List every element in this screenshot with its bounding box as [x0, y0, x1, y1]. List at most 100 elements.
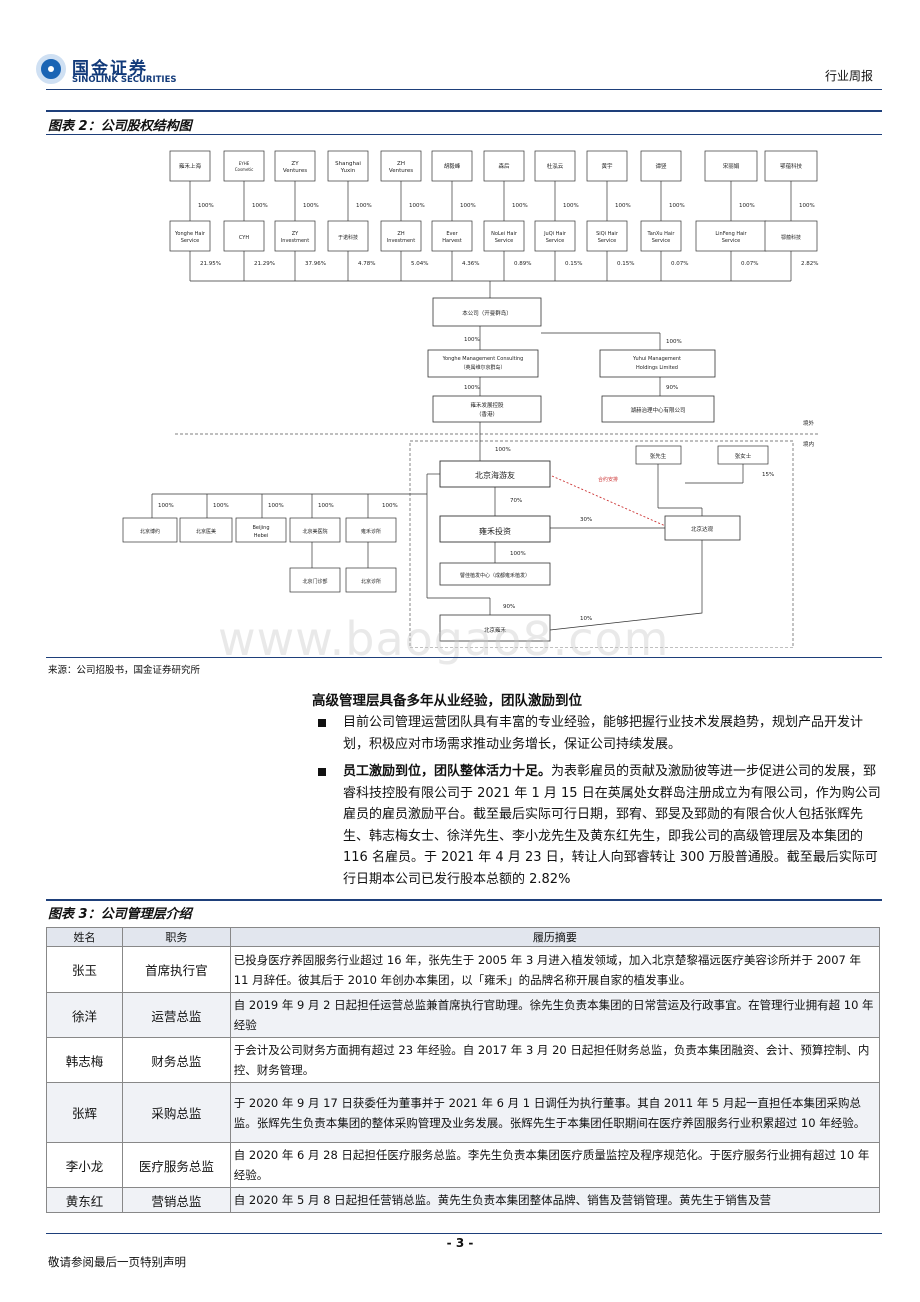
- logo-icon: [36, 54, 66, 84]
- svg-text:SiQi Hair: SiQi Hair: [596, 231, 619, 237]
- cell-desc: 于会计及公司财务方面拥有超过 23 年经验。自 2017 年 3 月 20 日起…: [229, 1037, 881, 1083]
- pct-label: 10%: [580, 616, 592, 622]
- svg-text:Service: Service: [546, 238, 564, 244]
- svg-text:Yonghe Management Consulting: Yonghe Management Consulting: [442, 356, 524, 362]
- cell-role: 采购总监: [121, 1082, 231, 1143]
- page-number: - 3 -: [446, 1236, 474, 1250]
- bullet-paragraph-1: 目前公司管理运营团队具有丰富的专业经验，能够把握行业技术发展趋势，规划产品开发计…: [343, 715, 864, 752]
- owner-label: ZY: [291, 161, 299, 167]
- table-row: 黄东红 营销总监 自 2020 年 5 月 8 日起担任营销总监。黄先生负责本集…: [46, 1187, 881, 1213]
- cell-desc: 已投身医疗养固服务行业超过 16 年，张先生于 2005 年 3 月进入植发领域…: [229, 946, 881, 993]
- sub-label: 北京博约: [140, 528, 160, 535]
- bullet2-bold-lead: 员工激励到位，团队整体活力十足。: [343, 764, 552, 779]
- owner-label: Yuxin: [340, 168, 356, 174]
- svg-text:Yonghe Hair: Yonghe Hair: [174, 231, 206, 237]
- holder-label: 鄂蕴科技: [781, 234, 801, 241]
- header-bio: 履历摘要: [229, 927, 881, 947]
- owner-label: 黄宇: [601, 162, 613, 170]
- pct-label: 100%: [158, 503, 174, 509]
- pct-label: 90%: [503, 604, 515, 610]
- svg-text:CYH: CYH: [239, 235, 249, 241]
- bullet2-body: 为表彰雇员的贡献及激励彼等进一步促进公司的发展，郅睿科技控股有限公司于 2021…: [343, 764, 881, 887]
- bullet-paragraph-2: 员工激励到位，团队整体活力十足。为表彰雇员的贡献及激励彼等进一步促进公司的发展，…: [343, 761, 883, 890]
- pct-label: 100%: [669, 203, 685, 209]
- pct-label: 100%: [252, 203, 268, 209]
- svg-text:ZY: ZY: [292, 231, 299, 237]
- figure2-top-rule: [46, 110, 882, 112]
- header-role: 职务: [121, 927, 231, 947]
- header-name: 姓名: [46, 927, 123, 947]
- svg-text:NoLei Hair: NoLei Hair: [491, 231, 518, 237]
- footer-rule: [46, 1233, 882, 1234]
- pct-label: 100%: [666, 339, 682, 345]
- sub-label: 北京门诊部: [302, 578, 327, 585]
- pct-label: 0.15%: [565, 261, 582, 267]
- bj-yonghe-label: 北京雍禾: [484, 626, 507, 634]
- owner-label: ZH: [397, 161, 405, 167]
- table-header-row: 姓名 职务 履历摘要: [46, 927, 881, 947]
- table-row: 徐洋 运营总监 自 2019 年 9 月 2 日起担任运营总监兼首席执行官助理。…: [46, 992, 881, 1038]
- logo-text-cn: 国金证券: [72, 59, 148, 79]
- cell-desc: 自 2019 年 9 月 2 日起担任运营总监兼首席执行官助理。徐先生负责本集团…: [229, 992, 881, 1038]
- owner-label: Shanghai: [335, 161, 361, 167]
- figure2-title: 图表 2：公司股权结构图: [48, 119, 192, 134]
- top-owner-boxes: [169, 150, 818, 182]
- pct-label: 0.07%: [741, 261, 758, 267]
- owner-label: 杜泓云: [547, 162, 564, 170]
- svg-text:Beijing: Beijing: [252, 525, 269, 531]
- section-heading: 高级管理层具备多年从业经验，团队激励到位: [312, 693, 582, 709]
- middle-holder-boxes: [169, 220, 818, 252]
- pct-label: 4.36%: [462, 261, 479, 267]
- svg-text:Hebei: Hebei: [254, 533, 268, 539]
- owner-label: 鄂蕴科技: [780, 162, 803, 170]
- owner-label: Ventures: [389, 168, 413, 174]
- upper-percent-labels: 100% 100% 100% 100% 100% 100% 100% 100% …: [198, 203, 815, 209]
- svg-text:Service: Service: [598, 238, 616, 244]
- figure3-top-rule: [46, 899, 882, 901]
- pct-label: 4.78%: [358, 261, 375, 267]
- svg-text:Investment: Investment: [387, 238, 415, 244]
- pct-label: 100%: [464, 337, 480, 343]
- cell-desc: 于 2020 年 9 月 17 日获委任为董事并于 2021 年 6 月 1 日…: [229, 1082, 881, 1143]
- person-a-label: 张先生: [650, 452, 667, 460]
- pct-label: 100%: [382, 503, 398, 509]
- company-label: 本公司（开曼群岛）: [462, 309, 512, 317]
- pct-label: 100%: [213, 503, 229, 509]
- pct-label: 70%: [510, 498, 522, 504]
- svg-text:TanXu Hair: TanXu Hair: [647, 231, 676, 237]
- pct-label: 100%: [198, 203, 214, 209]
- svg-text:ZH: ZH: [397, 231, 404, 237]
- svg-text:Investment: Investment: [281, 238, 309, 244]
- svg-text:（香港）: （香港）: [476, 410, 498, 418]
- lower-percent-labels: 21.95% 21.29% 37.96% 4.78% 5.04% 4.36% 0…: [200, 261, 818, 267]
- table-row: 张玉 首席执行官 已投身医疗养固服务行业超过 16 年，张先生于 2005 年 …: [46, 946, 881, 993]
- cell-name: 韩志梅: [46, 1037, 123, 1083]
- holder-label: 于诺科技: [338, 234, 358, 241]
- pct-label: 100%: [495, 447, 511, 453]
- cell-name: 张辉: [46, 1082, 123, 1143]
- pct-label: 0.07%: [671, 261, 688, 267]
- svg-text:Service: Service: [722, 238, 740, 244]
- pct-label: 100%: [510, 551, 526, 557]
- pct-label: 100%: [615, 203, 631, 209]
- cell-role: 财务总监: [121, 1037, 231, 1083]
- svg-text:Holdings Limited: Holdings Limited: [636, 365, 678, 371]
- onshore-label: 境内: [803, 440, 814, 448]
- owner-label: EYHE: [239, 161, 250, 166]
- figure2-source: 来源：公司招股书，国金证券研究所: [48, 665, 201, 676]
- sub-label: 北京美医院: [302, 528, 327, 535]
- cell-role: 营销总监: [121, 1187, 231, 1213]
- pct-label: 100%: [303, 203, 319, 209]
- pct-label: 100%: [799, 203, 815, 209]
- owner-label: 雍禾上海: [179, 162, 202, 170]
- figure2-title-rule: [46, 134, 882, 135]
- owner-label: 胡毅峰: [444, 162, 461, 170]
- svg-text:Service: Service: [181, 238, 199, 244]
- pct-label: 21.29%: [254, 261, 275, 267]
- cell-name: 张玉: [46, 946, 123, 993]
- figure2-bottom-rule: [46, 657, 882, 658]
- svg-text:Service: Service: [495, 238, 513, 244]
- cell-desc: 自 2020 年 5 月 8 日起担任营销总监。黄先生负责本集团整体品牌、销售及…: [229, 1187, 881, 1213]
- pct-label: 100%: [356, 203, 372, 209]
- header-rule: [46, 89, 882, 90]
